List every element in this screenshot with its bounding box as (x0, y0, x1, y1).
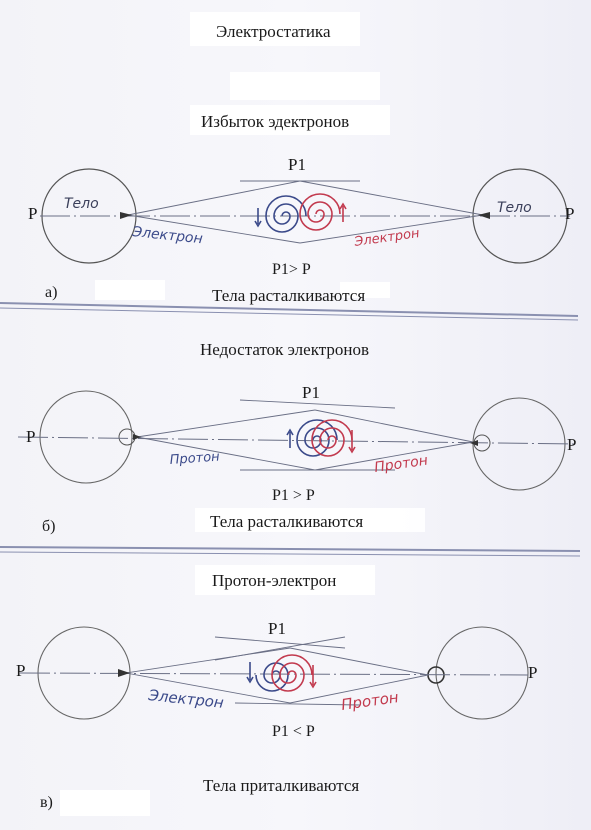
left-electron-marker (120, 212, 132, 219)
diagram-proton-electron: Электрон Протон (19, 626, 529, 720)
mixed-spiral-pair (246, 654, 317, 692)
section-divider (0, 302, 579, 321)
left-particle-label: Протон (169, 450, 220, 468)
right-p-label: P (567, 435, 577, 454)
force-lines (127, 180, 484, 244)
p1-label: P1 (288, 155, 306, 174)
force-relation: P1 < P (272, 723, 315, 740)
right-electron-marker (478, 212, 490, 219)
section-letter: а) (45, 284, 58, 301)
whiteout-patch (230, 72, 380, 100)
left-proton-circle (118, 428, 136, 446)
right-particle-label: Электрон (352, 226, 420, 250)
section-letter: в) (40, 794, 53, 811)
whiteout-patch (190, 105, 390, 135)
proton-spiral-pair (286, 419, 356, 457)
whiteout-patch (340, 282, 390, 298)
right-particle-label: Протон (373, 453, 429, 476)
whiteout-patch (195, 508, 425, 532)
whiteout-patch (195, 565, 375, 595)
left-particle-label: Электрон (131, 224, 204, 247)
left-particle-label: Электрон (147, 686, 225, 712)
force-relation: P1 > P (272, 487, 315, 504)
left-marker (133, 434, 141, 440)
force-relation: P1> P (272, 261, 311, 278)
left-electron-marker (118, 669, 130, 677)
section-heading: Избыток эдектронов (201, 112, 350, 131)
electron-spiral-pair (254, 193, 347, 233)
axis-line (19, 672, 529, 676)
whiteout-patch (95, 280, 165, 300)
section-heading: Протон-электрон (212, 571, 337, 590)
p1-label: P1 (302, 383, 320, 402)
left-p-label: P (28, 204, 38, 223)
section-letter: б) (42, 518, 56, 535)
right-particle-label: Протон (340, 688, 400, 714)
right-p-label: P (528, 663, 538, 682)
p1-label: P1 (268, 619, 286, 638)
section-caption: Тела расталкиваются (210, 512, 364, 531)
whiteout-patch (60, 790, 150, 816)
section-caption: Тела приталкиваются (203, 776, 360, 795)
force-lines (125, 636, 429, 706)
left-body-label: Тело (64, 196, 99, 212)
right-body-label: Тело (497, 200, 532, 216)
left-p-label: P (26, 427, 36, 446)
right-p-label: P (565, 204, 575, 223)
force-lines (136, 399, 474, 471)
right-marker (470, 440, 478, 446)
section-heading: Недостаток электронов (200, 340, 369, 359)
left-p-label: P (16, 661, 26, 680)
section-caption: Тела расталкиваются (212, 286, 366, 305)
whiteout-patch (190, 12, 360, 46)
diagram-excess-electrons: Тело Тело Электрон Электрон (40, 168, 570, 264)
diagram-electron-deficit: Протон Протон (17, 390, 576, 491)
axis-line (17, 436, 576, 445)
right-body-circle (435, 626, 529, 720)
section-divider (0, 546, 581, 557)
page-title: Электростатика (216, 22, 331, 41)
